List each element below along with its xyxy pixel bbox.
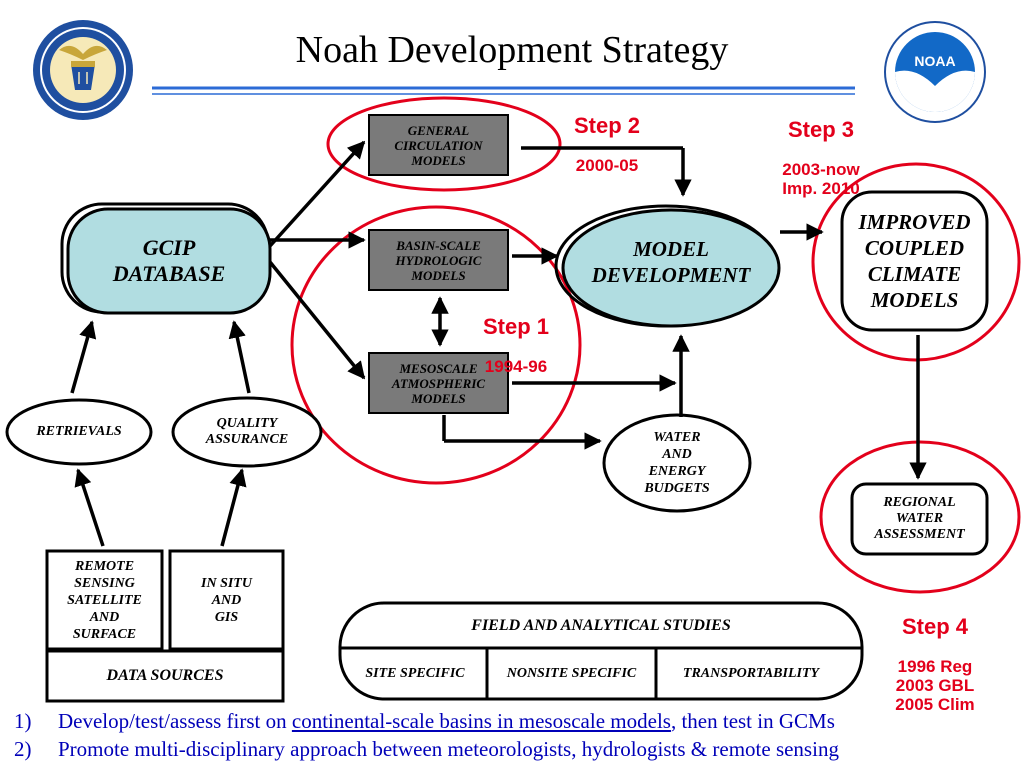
basin-box [368, 229, 509, 291]
gcm-label: GENERAL CIRCULATION MODELS [394, 122, 483, 168]
step4-heading: Step 4 [901, 614, 969, 639]
step3-circle [811, 162, 1021, 362]
data-sources-label: DATA SOURCES [106, 667, 224, 684]
nonsite-label: NONSITE SPECIFIC [506, 665, 637, 681]
site-label: SITE SPECIFIC [365, 665, 465, 681]
meso-label: MESOSCALE ATMOSPHERIC MODELS [391, 360, 486, 406]
gcm-box [368, 114, 509, 176]
insitu-label: IN SITU AND GIS [201, 575, 252, 625]
regional-label: REGIONAL WATER ASSESSMENT [874, 495, 965, 542]
model-dev-label: MODEL DEVELOPMENT [591, 237, 751, 287]
transport-label: TRANSPORTABILITY [682, 665, 820, 681]
step4-circle [819, 440, 1021, 594]
slide-title: Noah Development Strategy [295, 29, 729, 71]
improved-label: IMPROVED COUPLED CLIMATE MODELS [858, 210, 971, 312]
remote-box [45, 549, 164, 651]
data-sources-box [45, 649, 285, 703]
footnote-1-text: Develop/test/assess first on continental… [58, 707, 835, 735]
retrievals-ellipse [5, 398, 153, 466]
footnote-1: 1) Develop/test/assess first on continen… [14, 707, 1014, 735]
basin-label: BASIN-SCALE HYDROLOGIC MODELS [395, 237, 482, 283]
insitu-box [168, 549, 285, 651]
retrievals-label: RETRIEVALS [36, 424, 122, 439]
arrows [70, 140, 927, 547]
step3-annotation: Step 3 2003-now Imp. 2010 [766, 100, 876, 216]
qa-ellipse [171, 396, 323, 468]
field-label: FIELD AND ANALYTICAL STUDIES [471, 616, 731, 634]
footnote-1-pre: Develop/test/assess first on [58, 709, 292, 733]
step3-heading: Step 3 [787, 117, 855, 142]
footnote-2-number: 2) [14, 737, 32, 761]
improved-box [840, 190, 989, 332]
footnote-2: 2) Promote multi-disciplinary approach b… [14, 735, 1014, 763]
doc-seal-icon [33, 20, 133, 120]
meso-box [368, 352, 509, 414]
remote-label: REMOTE SENSING SATELLITE AND SURFACE [67, 558, 142, 642]
footnote-2-text: Promote multi-disciplinary approach betw… [58, 735, 839, 763]
qa-label: QUALITY ASSURANCE [205, 416, 289, 447]
noaa-logo-icon: NOAA [884, 21, 986, 123]
step2-annotation: Step 2 2000-05 [560, 96, 654, 193]
water-ellipse [602, 413, 752, 513]
step3-detail: 2003-now Imp. 2010 [782, 160, 860, 198]
gcip-label: GCIP DATABASE [112, 235, 226, 286]
water-label: WATER AND ENERGY BUDGETS [644, 430, 710, 496]
footnotes: 1) Develop/test/assess first on continen… [14, 707, 1014, 763]
svg-text:NOAA: NOAA [914, 53, 955, 69]
footnote-2-pre: Promote multi-disciplinary approach betw… [58, 737, 839, 761]
field-box [338, 601, 864, 701]
regional-box [850, 482, 989, 556]
footnote-1-post: , then test in GCMs [670, 709, 835, 733]
footnote-1-number: 1) [14, 709, 32, 733]
step2-detail: 2000-05 [575, 156, 639, 175]
step1-annotation: Step 1 1994-96 [470, 297, 562, 394]
step1-circle [290, 205, 582, 485]
step2-circle [326, 96, 562, 192]
step4-annotation: Step 4 1996 Reg 2003 GBL 2005 Clim [882, 597, 988, 732]
model-dev-ellipse [561, 208, 781, 328]
step1-heading: Step 1 [482, 314, 550, 339]
step4-detail: 1996 Reg 2003 GBL 2005 Clim [895, 657, 975, 714]
step1-detail: 1994-96 [484, 357, 548, 376]
footnote-1-underlined: continental-scale basins in mesoscale mo… [291, 709, 671, 733]
gcip-box [66, 207, 272, 315]
step2-heading: Step 2 [573, 113, 641, 138]
